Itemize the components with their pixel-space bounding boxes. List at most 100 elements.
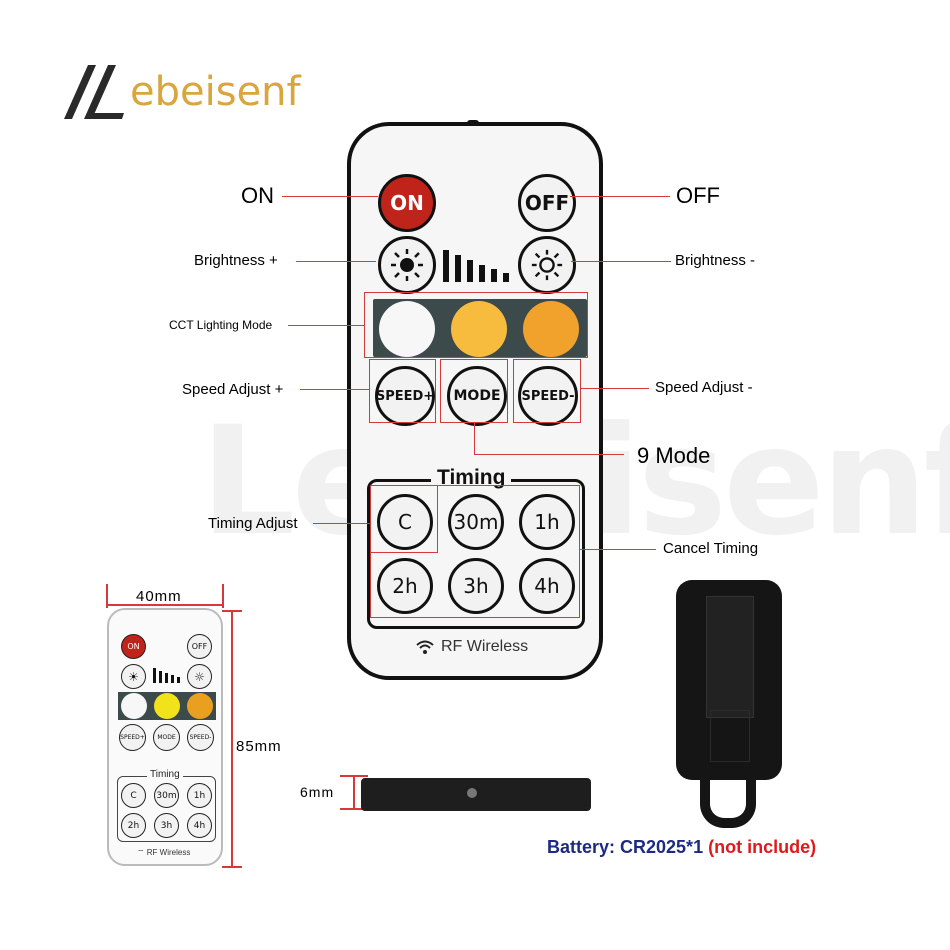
brightness-minus-annotation: Brightness - <box>675 252 756 269</box>
speed-plus-label: SPEED+ <box>375 388 435 404</box>
brand-logo: ebeisenf <box>62 62 301 122</box>
brightness-minus-leader-line <box>571 261 671 262</box>
mini-timing-30m-label: 30m <box>156 790 177 801</box>
remote-footer: RF Wireless <box>415 638 528 656</box>
mode-leader-line <box>474 454 624 455</box>
on-button[interactable]: ON <box>378 174 436 232</box>
height-dimension-tick-top <box>222 610 242 612</box>
off-button-label: OFF <box>524 191 570 215</box>
speed-minus-label: SPEED- <box>521 388 575 404</box>
timing-30m-label: 30m <box>453 510 499 534</box>
mode-label: MODE <box>453 388 501 404</box>
mini-timing-1h-label: 1h <box>193 790 206 801</box>
timing-c-label: C <box>398 510 412 534</box>
mini-on-button: ON <box>121 634 146 659</box>
on-annotation: ON <box>241 183 274 208</box>
mini-timing-2h-label: 2h <box>127 820 140 831</box>
wifi-icon <box>416 640 434 654</box>
width-dimension-tick-left <box>106 584 108 608</box>
on-leader-line <box>282 196 378 197</box>
remote-back-view <box>676 580 782 780</box>
cancel-timing-annotation: Cancel Timing <box>663 540 759 557</box>
mini-cct-white <box>121 693 147 719</box>
brightness-minus-button[interactable] <box>518 236 576 294</box>
mini-brightness-minus-button: ☼ <box>187 664 212 689</box>
mini-speed-plus-label: SPEED+ <box>120 734 145 741</box>
brightness-plus-annotation: Brightness + <box>194 252 278 269</box>
sun-icon <box>391 249 423 281</box>
battery-label: Battery: CR2025*1 <box>547 837 704 857</box>
speed-minus-annotation: Speed Adjust - <box>655 379 753 396</box>
speed-plus-button[interactable]: SPEED+ <box>375 366 435 426</box>
timing-1h-button[interactable]: 1h <box>519 494 575 550</box>
timing-3h-label: 3h <box>463 574 489 598</box>
cct-strip <box>373 299 587 357</box>
timing-2h-button[interactable]: 2h <box>377 558 433 614</box>
remote-side-view <box>361 778 591 811</box>
mode-button[interactable]: MODE <box>447 366 507 426</box>
on-button-label: ON <box>390 191 424 215</box>
speed-plus-leader-line <box>300 389 369 390</box>
height-dimension-line <box>231 611 233 867</box>
speed-minus-button[interactable]: SPEED- <box>518 366 578 426</box>
mini-brightness-plus-button: ☀ <box>121 664 146 689</box>
battery-not-included: (not include) <box>708 837 817 857</box>
cct-amber-button[interactable] <box>523 301 579 357</box>
mini-timing-4h-label: 4h <box>193 820 206 831</box>
speed-minus-highlight-box <box>513 359 581 423</box>
sun-outline-icon <box>531 249 563 281</box>
mini-remote: ON OFF ☀ ☼ SPEED+ MODE SPEED- Timing C 3… <box>107 608 223 866</box>
off-leader-line <box>570 196 670 197</box>
thickness-tick-top <box>340 775 368 777</box>
nine-mode-annotation: 9 Mode <box>637 443 711 468</box>
mini-brightness-level-icon <box>153 668 183 683</box>
cct-white-button[interactable] <box>379 301 435 357</box>
mini-timing-c: C <box>121 783 146 808</box>
remote-body: ON OFF SPEED+ MODE SPEED- Timin <box>347 120 603 680</box>
brand-logo-mark <box>64 65 124 119</box>
cct-annotation: CCT Lighting Mode <box>169 318 273 332</box>
mini-timing-30m: 30m <box>154 783 179 808</box>
cct-warm-button[interactable] <box>451 301 507 357</box>
led-window-icon <box>467 788 477 798</box>
remote-top-notch <box>467 120 479 125</box>
speed-plus-highlight-box <box>369 359 436 423</box>
timing-30m-button[interactable]: 30m <box>448 494 504 550</box>
thickness-tick-bottom <box>340 808 368 810</box>
mode-leader-vertical <box>474 423 475 454</box>
height-dimension-tick-bottom <box>222 866 242 868</box>
timing-4h-label: 4h <box>534 574 560 598</box>
timing-2h-label: 2h <box>392 574 418 598</box>
remote-hanging-clip <box>700 770 756 828</box>
speed-minus-leader-line <box>581 388 649 389</box>
mini-off-label: OFF <box>191 642 208 651</box>
mini-timing-4h: 4h <box>187 813 212 838</box>
width-dimension-label: 40mm <box>136 588 182 605</box>
mini-timing-3h: 3h <box>154 813 179 838</box>
speed-plus-annotation: Speed Adjust + <box>182 381 284 398</box>
mini-mode-button: MODE <box>153 724 180 751</box>
thickness-dimension-line <box>353 776 355 809</box>
cct-highlight-box <box>364 292 588 358</box>
brightness-plus-leader-line <box>296 261 376 262</box>
mode-highlight-box <box>440 359 508 423</box>
battery-note: Battery: CR2025*1 (not include) <box>547 837 816 858</box>
cancel-timing-leader-line <box>580 549 656 550</box>
mini-timing-1h: 1h <box>187 783 212 808</box>
mini-speed-plus-button: SPEED+ <box>119 724 146 751</box>
brightness-level-icon <box>443 250 513 282</box>
mini-footer: ⌔ RF Wireless <box>137 848 190 858</box>
width-dimension-line <box>107 604 223 606</box>
mini-timing-2h: 2h <box>121 813 146 838</box>
timing-3h-button[interactable]: 3h <box>448 558 504 614</box>
timing-c-button[interactable]: C <box>377 494 433 550</box>
timing-4h-button[interactable]: 4h <box>519 558 575 614</box>
brightness-plus-button[interactable] <box>378 236 436 294</box>
mini-cct-strip <box>118 692 216 720</box>
off-button[interactable]: OFF <box>518 174 576 232</box>
width-dimension-tick-right <box>222 584 224 608</box>
mini-mode-label: MODE <box>157 734 176 741</box>
mini-timing-title: Timing <box>147 769 183 780</box>
mini-cct-yellow <box>154 693 180 719</box>
mini-speed-minus-button: SPEED- <box>187 724 214 751</box>
